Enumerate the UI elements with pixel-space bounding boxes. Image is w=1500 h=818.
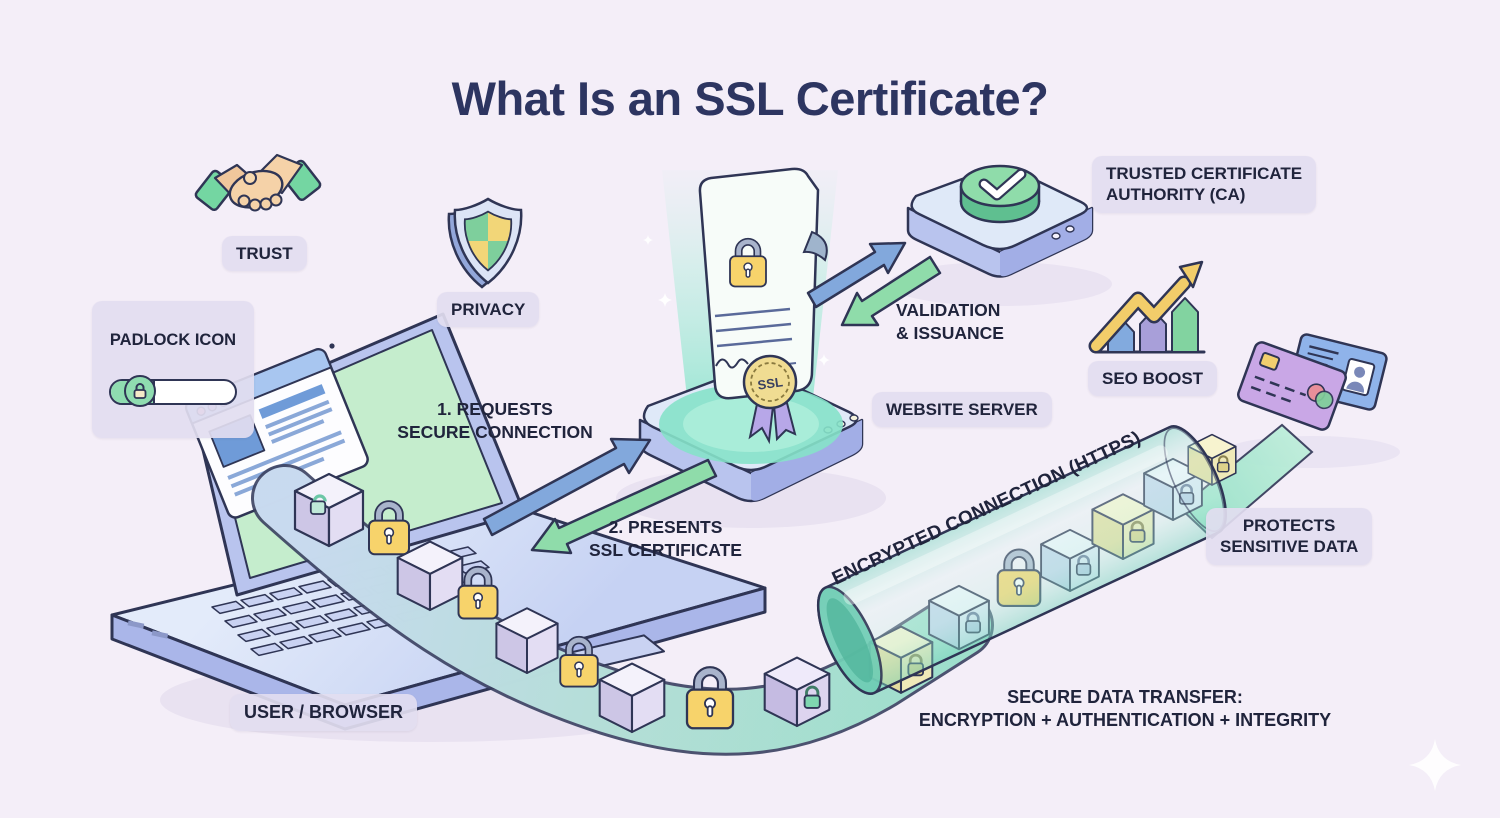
ssl-seal-text: SSL xyxy=(757,374,784,392)
certificate-icon: SSL xyxy=(698,167,828,445)
privacy-label: PRIVACY xyxy=(437,292,540,328)
certificate-authority-server xyxy=(906,164,1094,278)
step2-presents-text: 2. PRESENTS SSL CERTIFICATE xyxy=(589,517,742,560)
credit-card-id-card-icon xyxy=(1237,333,1388,431)
checkmark-icon xyxy=(959,164,1041,224)
growth-chart-icon xyxy=(1088,260,1206,354)
issuance-arrow xyxy=(840,255,942,327)
trust-label: TRUST xyxy=(222,236,307,272)
address-bar-padlock-icon xyxy=(124,375,156,408)
user-browser-label: USER / BROWSER xyxy=(230,694,418,731)
sparkle-icon xyxy=(1409,739,1461,791)
shield-icon xyxy=(447,197,523,289)
open-padlock-glyph xyxy=(309,494,327,515)
flow-arrows xyxy=(482,241,942,555)
handshake-icon xyxy=(194,153,322,212)
request-arrow xyxy=(482,437,652,537)
validation-issuance-text: VALIDATION & ISSUANCE xyxy=(896,300,1004,343)
stream-data-items xyxy=(293,472,831,732)
website-server-label: WEBSITE SERVER xyxy=(872,392,1052,428)
secure-transfer-text: SECURE DATA TRANSFER: ENCRYPTION + AUTHE… xyxy=(918,687,1332,731)
page-title: What Is an SSL Certificate? xyxy=(451,72,1049,126)
padlock-callout: PADLOCK ICON xyxy=(92,301,254,439)
address-bar xyxy=(109,375,237,408)
padlock-label: PADLOCK ICON xyxy=(109,331,237,350)
validation-request-arrow xyxy=(806,241,907,309)
certificate-authority-label: TRUSTED CERTIFICATE AUTHORITY (CA) xyxy=(1092,156,1317,213)
step1-requests-text: 1. REQUESTS SECURE CONNECTION xyxy=(397,399,593,442)
protects-sensitive-data-label: PROTECTS SENSITIVE DATA xyxy=(1206,508,1373,565)
credit-card-icon xyxy=(1237,341,1347,431)
https-tunnel-icon xyxy=(816,425,1237,695)
seo-boost-label: SEO BOOST xyxy=(1088,361,1218,397)
presents-arrow xyxy=(530,458,718,555)
